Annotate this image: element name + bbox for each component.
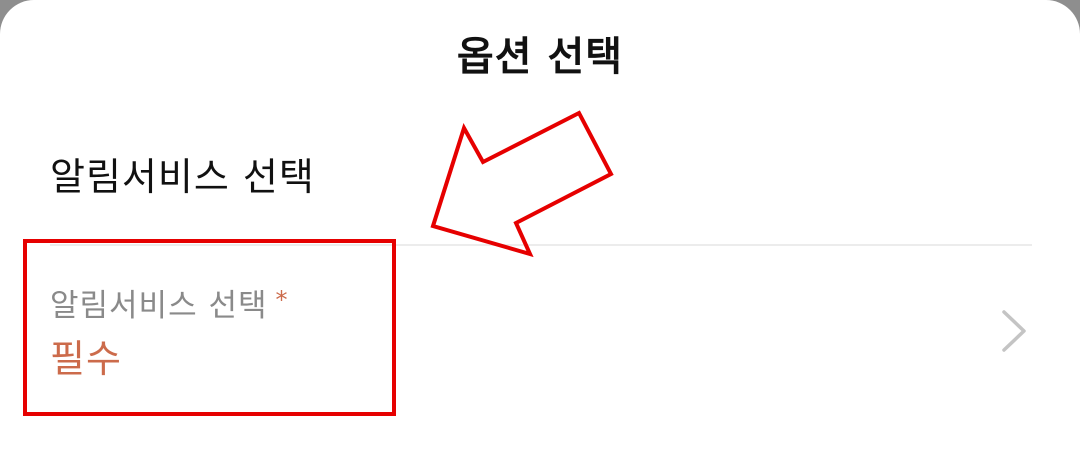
option-label: 알림서비스 선택* [50,280,289,325]
section-title: 알림서비스 선택 [50,155,315,199]
notification-service-option-row[interactable]: 알림서비스 선택* 필수 [0,246,1080,416]
option-label-text: 알림서비스 선택 [50,288,268,324]
chevron-right-icon[interactable] [996,308,1032,354]
required-mark: * [275,286,289,314]
option-value: 필수 [50,337,122,381]
sheet-title: 옵션 선택 [456,34,624,80]
